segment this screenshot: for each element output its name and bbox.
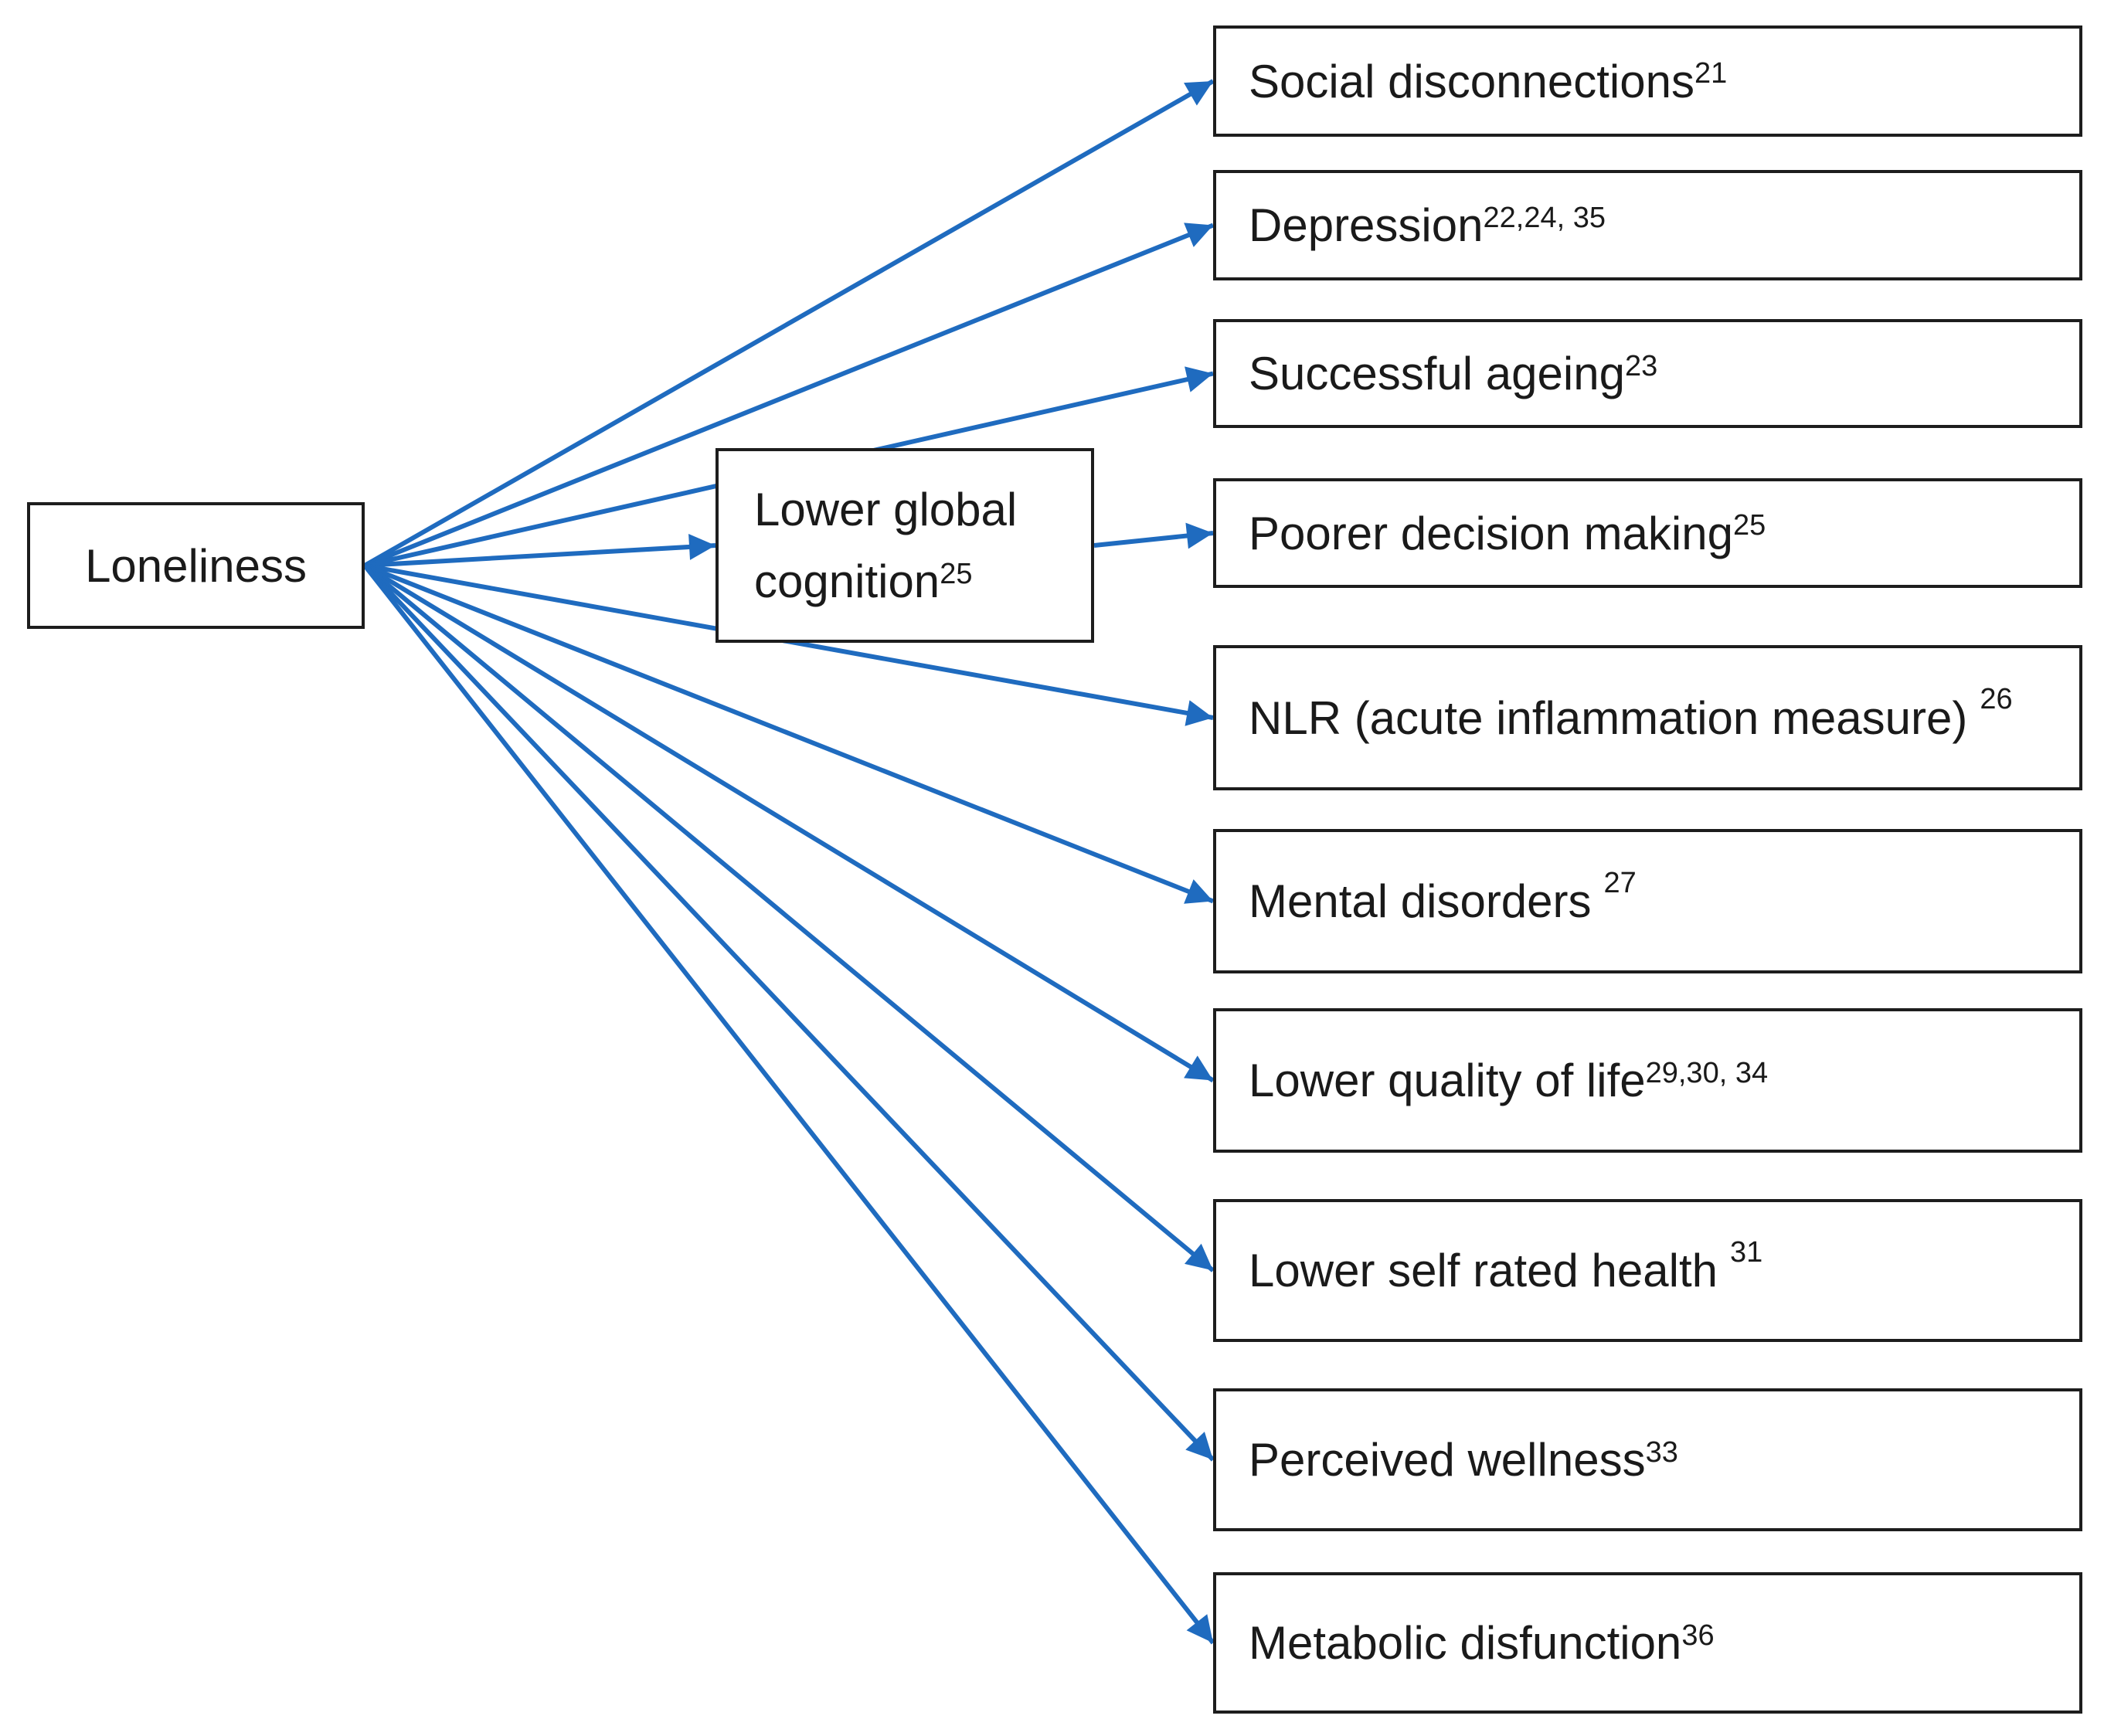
node-lower-global-cognition: Lower global cognition25 bbox=[715, 448, 1094, 643]
node-label: Perceived wellness33 bbox=[1249, 1434, 1678, 1486]
arrow-loneliness-to-depression bbox=[363, 223, 1215, 568]
reference-superscript: 25 bbox=[940, 557, 973, 590]
node-metabolic-disfunction: Metabolic disfunction36 bbox=[1213, 1572, 2082, 1714]
reference-superscript: 29,30, 34 bbox=[1645, 1056, 1769, 1089]
node-depression: Depression22,24, 35 bbox=[1213, 170, 2082, 280]
arrow-loneliness-to-mental-disorders bbox=[363, 563, 1215, 904]
node-social-disconnections: Social disconnections21 bbox=[1213, 25, 2082, 137]
node-poorer-decision-making: Poorer decision making25 bbox=[1213, 478, 2082, 588]
arrow-loneliness-to-metabolic-disfunction bbox=[362, 564, 1215, 1645]
reference-superscript: 27 bbox=[1603, 866, 1637, 899]
reference-superscript: 23 bbox=[1624, 349, 1658, 382]
node-successful-ageing: Successful ageing23 bbox=[1213, 319, 2082, 428]
node-label: Lower global cognition25 bbox=[754, 484, 1018, 607]
reference-superscript: 33 bbox=[1645, 1435, 1678, 1469]
node-lower-quality-of-life: Lower quality of life29,30, 34 bbox=[1213, 1008, 2082, 1153]
node-label: Successful ageing23 bbox=[1249, 348, 1658, 399]
reference-superscript: 26 bbox=[1980, 683, 2013, 716]
reference-superscript: 36 bbox=[1681, 1619, 1715, 1652]
node-label: NLR (acute inflammation measure)26 bbox=[1249, 683, 2013, 744]
arrow-loneliness-to-perceived-wellness bbox=[362, 563, 1215, 1462]
node-nlr: NLR (acute inflammation measure)26 bbox=[1213, 645, 2082, 790]
node-label: Depression22,24, 35 bbox=[1249, 199, 1606, 251]
reference-superscript: 22,24, 35 bbox=[1483, 201, 1606, 234]
reference-superscript: 31 bbox=[1730, 1235, 1763, 1269]
node-loneliness: Loneliness bbox=[27, 502, 365, 629]
reference-superscript: 21 bbox=[1694, 57, 1728, 90]
arrow-loneliness-to-lower-quality-of-life bbox=[363, 563, 1215, 1083]
node-perceived-wellness: Perceived wellness33 bbox=[1213, 1388, 2082, 1531]
node-label: Social disconnections21 bbox=[1249, 55, 1728, 107]
node-label: Metabolic disfunction36 bbox=[1249, 1617, 1715, 1669]
arrow-loneliness-to-lower-global-cognition bbox=[364, 533, 716, 568]
node-label: Poorer decision making25 bbox=[1249, 507, 1766, 559]
node-label: Lower quality of life29,30, 34 bbox=[1249, 1055, 1769, 1106]
arrow-loneliness-to-lower-self-rated-health bbox=[363, 563, 1215, 1272]
reference-superscript: 25 bbox=[1732, 509, 1766, 542]
arrow-loneliness-to-social-disconnections bbox=[363, 79, 1215, 568]
arrow-lower-global-cognition-to-poorer-decision-making bbox=[1093, 522, 1214, 549]
node-label: Loneliness bbox=[85, 539, 307, 592]
